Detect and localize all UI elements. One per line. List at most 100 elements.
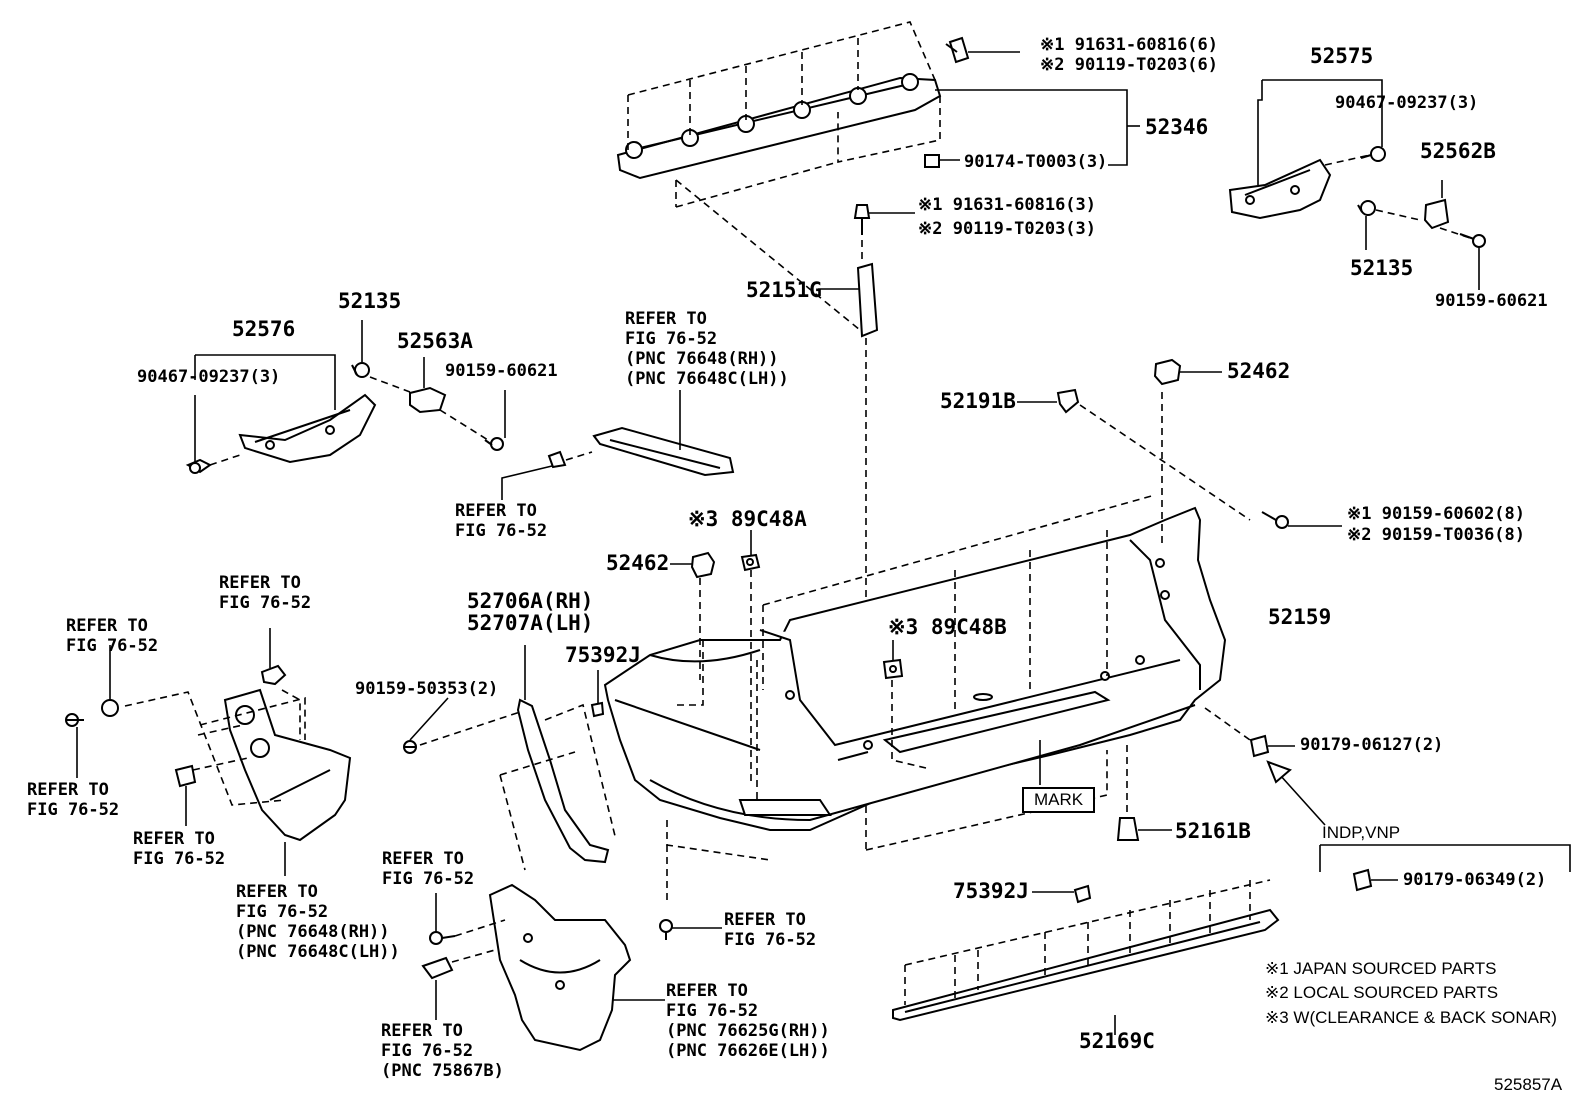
screw-refer-l1-icon — [65, 713, 84, 727]
label-90119-T0203-6: ※2 90119-T0203(6) — [1040, 55, 1219, 75]
refer-l1-b: FIG 76-52 — [66, 636, 159, 656]
label-52706A: 52706A(RH) — [467, 589, 594, 613]
lower-garnish-52169C[interactable] — [892, 908, 1280, 1022]
clip-75392J-a[interactable] — [590, 701, 605, 718]
label-52135-rh: 52135 — [1350, 256, 1414, 280]
label-52161B: 52161B — [1175, 819, 1251, 843]
label-52462-mid: 52462 — [606, 551, 670, 575]
refer-l4-d: (PNC 76648C(LH)) — [236, 942, 400, 962]
clip-refer-l3-icon — [174, 764, 197, 788]
refer-m2-c: (PNC 75867B) — [381, 1061, 504, 1081]
refer-76648-c: (PNC 76648(RH)) — [625, 349, 779, 369]
refer-l1-a: REFER TO — [66, 616, 148, 636]
bracket-left-76648[interactable] — [223, 688, 352, 842]
clip-52191B[interactable] — [1056, 388, 1080, 414]
note-local-sourced: ※2 LOCAL SOURCED PARTS — [1265, 983, 1499, 1002]
refer-76648-a: REFER TO — [625, 309, 707, 329]
clip-75392J-b[interactable] — [1073, 884, 1092, 904]
screw-90159-lh-icon — [484, 437, 504, 451]
label-52576: 52576 — [232, 317, 296, 341]
label-90179-06349: 90179-06349(2) — [1403, 870, 1547, 890]
refer-m3-b: FIG 76-52 — [666, 1001, 759, 1021]
refer-l3-b: FIG 76-52 — [133, 849, 226, 869]
label-52563A: 52563A — [397, 329, 473, 353]
diagram-id: 525857A — [1494, 1075, 1563, 1094]
clip-52161B[interactable] — [1116, 817, 1140, 841]
refer-m3-d: (PNC 76626E(LH)) — [666, 1041, 830, 1061]
clip-52135-lh-icon — [351, 362, 370, 378]
arrow-indp-icon — [1266, 760, 1326, 826]
note-clearance-sonar: ※3 W(CLEARANCE & BACK SONAR) — [1265, 1008, 1557, 1027]
label-indp-vnp: INDP,VNP — [1322, 823, 1401, 842]
retainer-52562B[interactable] — [1423, 198, 1450, 230]
screw-90159-60602-icon — [1261, 511, 1289, 529]
refer-m3-c: (PNC 76625G(RH)) — [666, 1021, 830, 1041]
mudguard-dashes — [419, 703, 617, 871]
nut-90179-06349-icon — [1352, 868, 1373, 892]
refer-m4-b: FIG 76-52 — [724, 930, 817, 950]
center-plate-76648[interactable] — [592, 426, 735, 477]
cap-refer-tl-icon — [260, 664, 287, 686]
refer-m1-a: REFER TO — [382, 849, 464, 869]
bolt-91631-top-icon — [945, 36, 970, 64]
label-52135-lh: 52135 — [338, 289, 402, 313]
refer-m1-b: FIG 76-52 — [382, 869, 475, 889]
label-90467-09237-lh: 90467-09237(3) — [137, 367, 281, 387]
label-91631-60816-3: ※1 91631-60816(3) — [918, 195, 1097, 215]
label-90467-09237-rh: 90467-09237(3) — [1335, 93, 1479, 113]
label-52462-top: 52462 — [1227, 359, 1291, 383]
refer-m4-a: REFER TO — [724, 910, 806, 930]
bracket-52346-dashes — [627, 21, 941, 331]
label-52346: 52346 — [1145, 115, 1209, 139]
clip-90174-icon — [924, 154, 940, 168]
side-retainer-52576[interactable] — [238, 393, 377, 464]
screw-refer-m1-icon — [429, 931, 456, 945]
retainer-52462-top[interactable] — [1153, 358, 1182, 386]
label-52562B: 52562B — [1420, 139, 1496, 163]
refer-l2-a: REFER TO — [27, 780, 109, 800]
label-52575: 52575 — [1310, 44, 1374, 68]
side-retainer-52575[interactable] — [1228, 158, 1332, 220]
label-90159-T0036: ※2 90159-T0036(8) — [1347, 525, 1526, 545]
retainer-52462-mid[interactable] — [690, 551, 716, 579]
label-52191B: 52191B — [940, 389, 1016, 413]
label-89C48B: ※3 89C48B — [888, 615, 1007, 639]
bolt-90467-rh-icon — [1360, 146, 1386, 162]
sensor-89C48B[interactable] — [882, 658, 904, 680]
refer-m2-a: REFER TO — [381, 1021, 463, 1041]
refer-tl-b: FIG 76-52 — [219, 593, 312, 613]
stay-52151G[interactable] — [856, 262, 879, 338]
refer-tl-a: REFER TO — [219, 573, 301, 593]
note-japan-sourced: ※1 JAPAN SOURCED PARTS — [1265, 959, 1497, 978]
refer-m3-a: REFER TO — [666, 981, 748, 1001]
bumper-dashes — [666, 392, 1251, 900]
bolt-refer-m4-icon — [659, 919, 673, 940]
refer-l4-c: (PNC 76648(RH)) — [236, 922, 390, 942]
left-bracket-dashes — [124, 689, 306, 806]
refer-76648-d: (PNC 76648C(LH)) — [625, 369, 789, 389]
refer-76648-b: FIG 76-52 — [625, 329, 718, 349]
label-75392J-a: 75392J — [565, 643, 641, 667]
label-90179-06127: 90179-06127(2) — [1300, 735, 1444, 755]
label-75392J-b: 75392J — [953, 879, 1029, 903]
mark-box: MARK — [1022, 787, 1096, 813]
label-52707A: 52707A(LH) — [467, 611, 594, 635]
refer-mid-b: FIG 76-52 — [455, 521, 548, 541]
mud-flap-76625G[interactable] — [488, 883, 632, 1052]
label-90159-60621-rh: 90159-60621 — [1435, 291, 1548, 311]
label-91631-60816-6: ※1 91631-60816(6) — [1040, 35, 1219, 55]
refer-l3-a: REFER TO — [133, 829, 215, 849]
nut-90179-06127-icon — [1249, 734, 1270, 758]
upper-bracket-52346[interactable] — [616, 73, 942, 180]
label-52151G: 52151G — [746, 278, 822, 302]
bumper-cover-52159[interactable] — [603, 506, 1227, 831]
label-90159-60621-lh: 90159-60621 — [445, 361, 558, 381]
bolt-91631-stay-icon — [853, 204, 871, 235]
refer-m2-b: FIG 76-52 — [381, 1041, 474, 1061]
bolt-90159-50353-icon — [403, 740, 417, 754]
label-89C48A: ※3 89C48A — [688, 507, 807, 531]
sensor-89C48A[interactable] — [740, 553, 761, 572]
label-90159-50353: 90159-50353(2) — [355, 679, 499, 699]
refer-l4-a: REFER TO — [236, 882, 318, 902]
